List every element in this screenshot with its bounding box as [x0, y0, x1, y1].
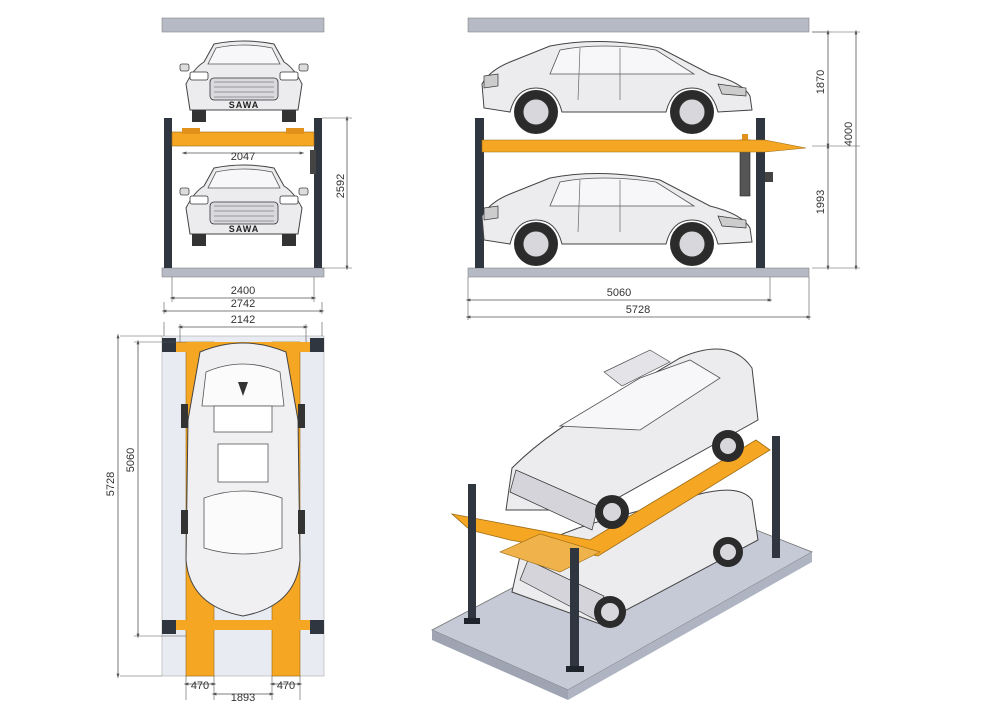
front-brand-lower: SAWA [229, 224, 260, 234]
front-dim-outer-width: 2400 [231, 285, 255, 297]
top-dim-inner-width: 2142 [231, 314, 255, 326]
isometric-view [431, 348, 813, 700]
top-dim-total-length: 5728 [105, 472, 117, 496]
top-view: 2142 5060 5728 470 470 1893 [105, 314, 325, 704]
side-ceiling [467, 17, 810, 33]
front-brand-upper: SAWA [229, 100, 260, 110]
iso-post-back-right [772, 436, 780, 558]
top-dim-runway-right: 470 [277, 680, 295, 692]
side-dim-lower-clearance: 1993 [815, 190, 827, 214]
front-post-right [314, 118, 322, 268]
side-dim-upper-clearance: 1870 [815, 70, 827, 94]
iso-upper-car [505, 348, 759, 531]
top-post-br [310, 620, 324, 634]
front-upper-platform [171, 131, 315, 147]
iso-post-front-right [570, 548, 579, 672]
top-post-tr [310, 338, 324, 352]
side-dim-total-height: 4000 [843, 122, 855, 146]
side-floor [467, 267, 810, 278]
side-dim-platform-length: 5060 [607, 287, 631, 299]
top-dim-platform-length: 5060 [125, 448, 137, 472]
front-view: SAWA SAWA 2047 2592 2400 2742 [161, 17, 352, 314]
front-dim-platform-width: 2047 [231, 151, 255, 163]
side-post-right [756, 118, 765, 268]
front-dim-total-width: 2742 [231, 298, 255, 310]
top-post-tl [162, 338, 176, 352]
iso-post-front-left [468, 486, 476, 624]
top-dim-runway-left: 470 [191, 680, 209, 692]
front-floor [161, 267, 325, 278]
side-dim-total-length: 5728 [626, 304, 650, 316]
front-post-left [164, 118, 172, 268]
top-post-bl [162, 620, 176, 634]
front-dim-upper-height: 2592 [335, 174, 347, 198]
top-dim-runway-gap: 1893 [231, 692, 255, 704]
side-post-left [475, 118, 484, 268]
side-upper-platform [481, 139, 807, 153]
top-car [181, 342, 305, 617]
front-ceiling [161, 17, 325, 33]
side-view: 1870 4000 1993 5060 5728 [465, 17, 860, 320]
